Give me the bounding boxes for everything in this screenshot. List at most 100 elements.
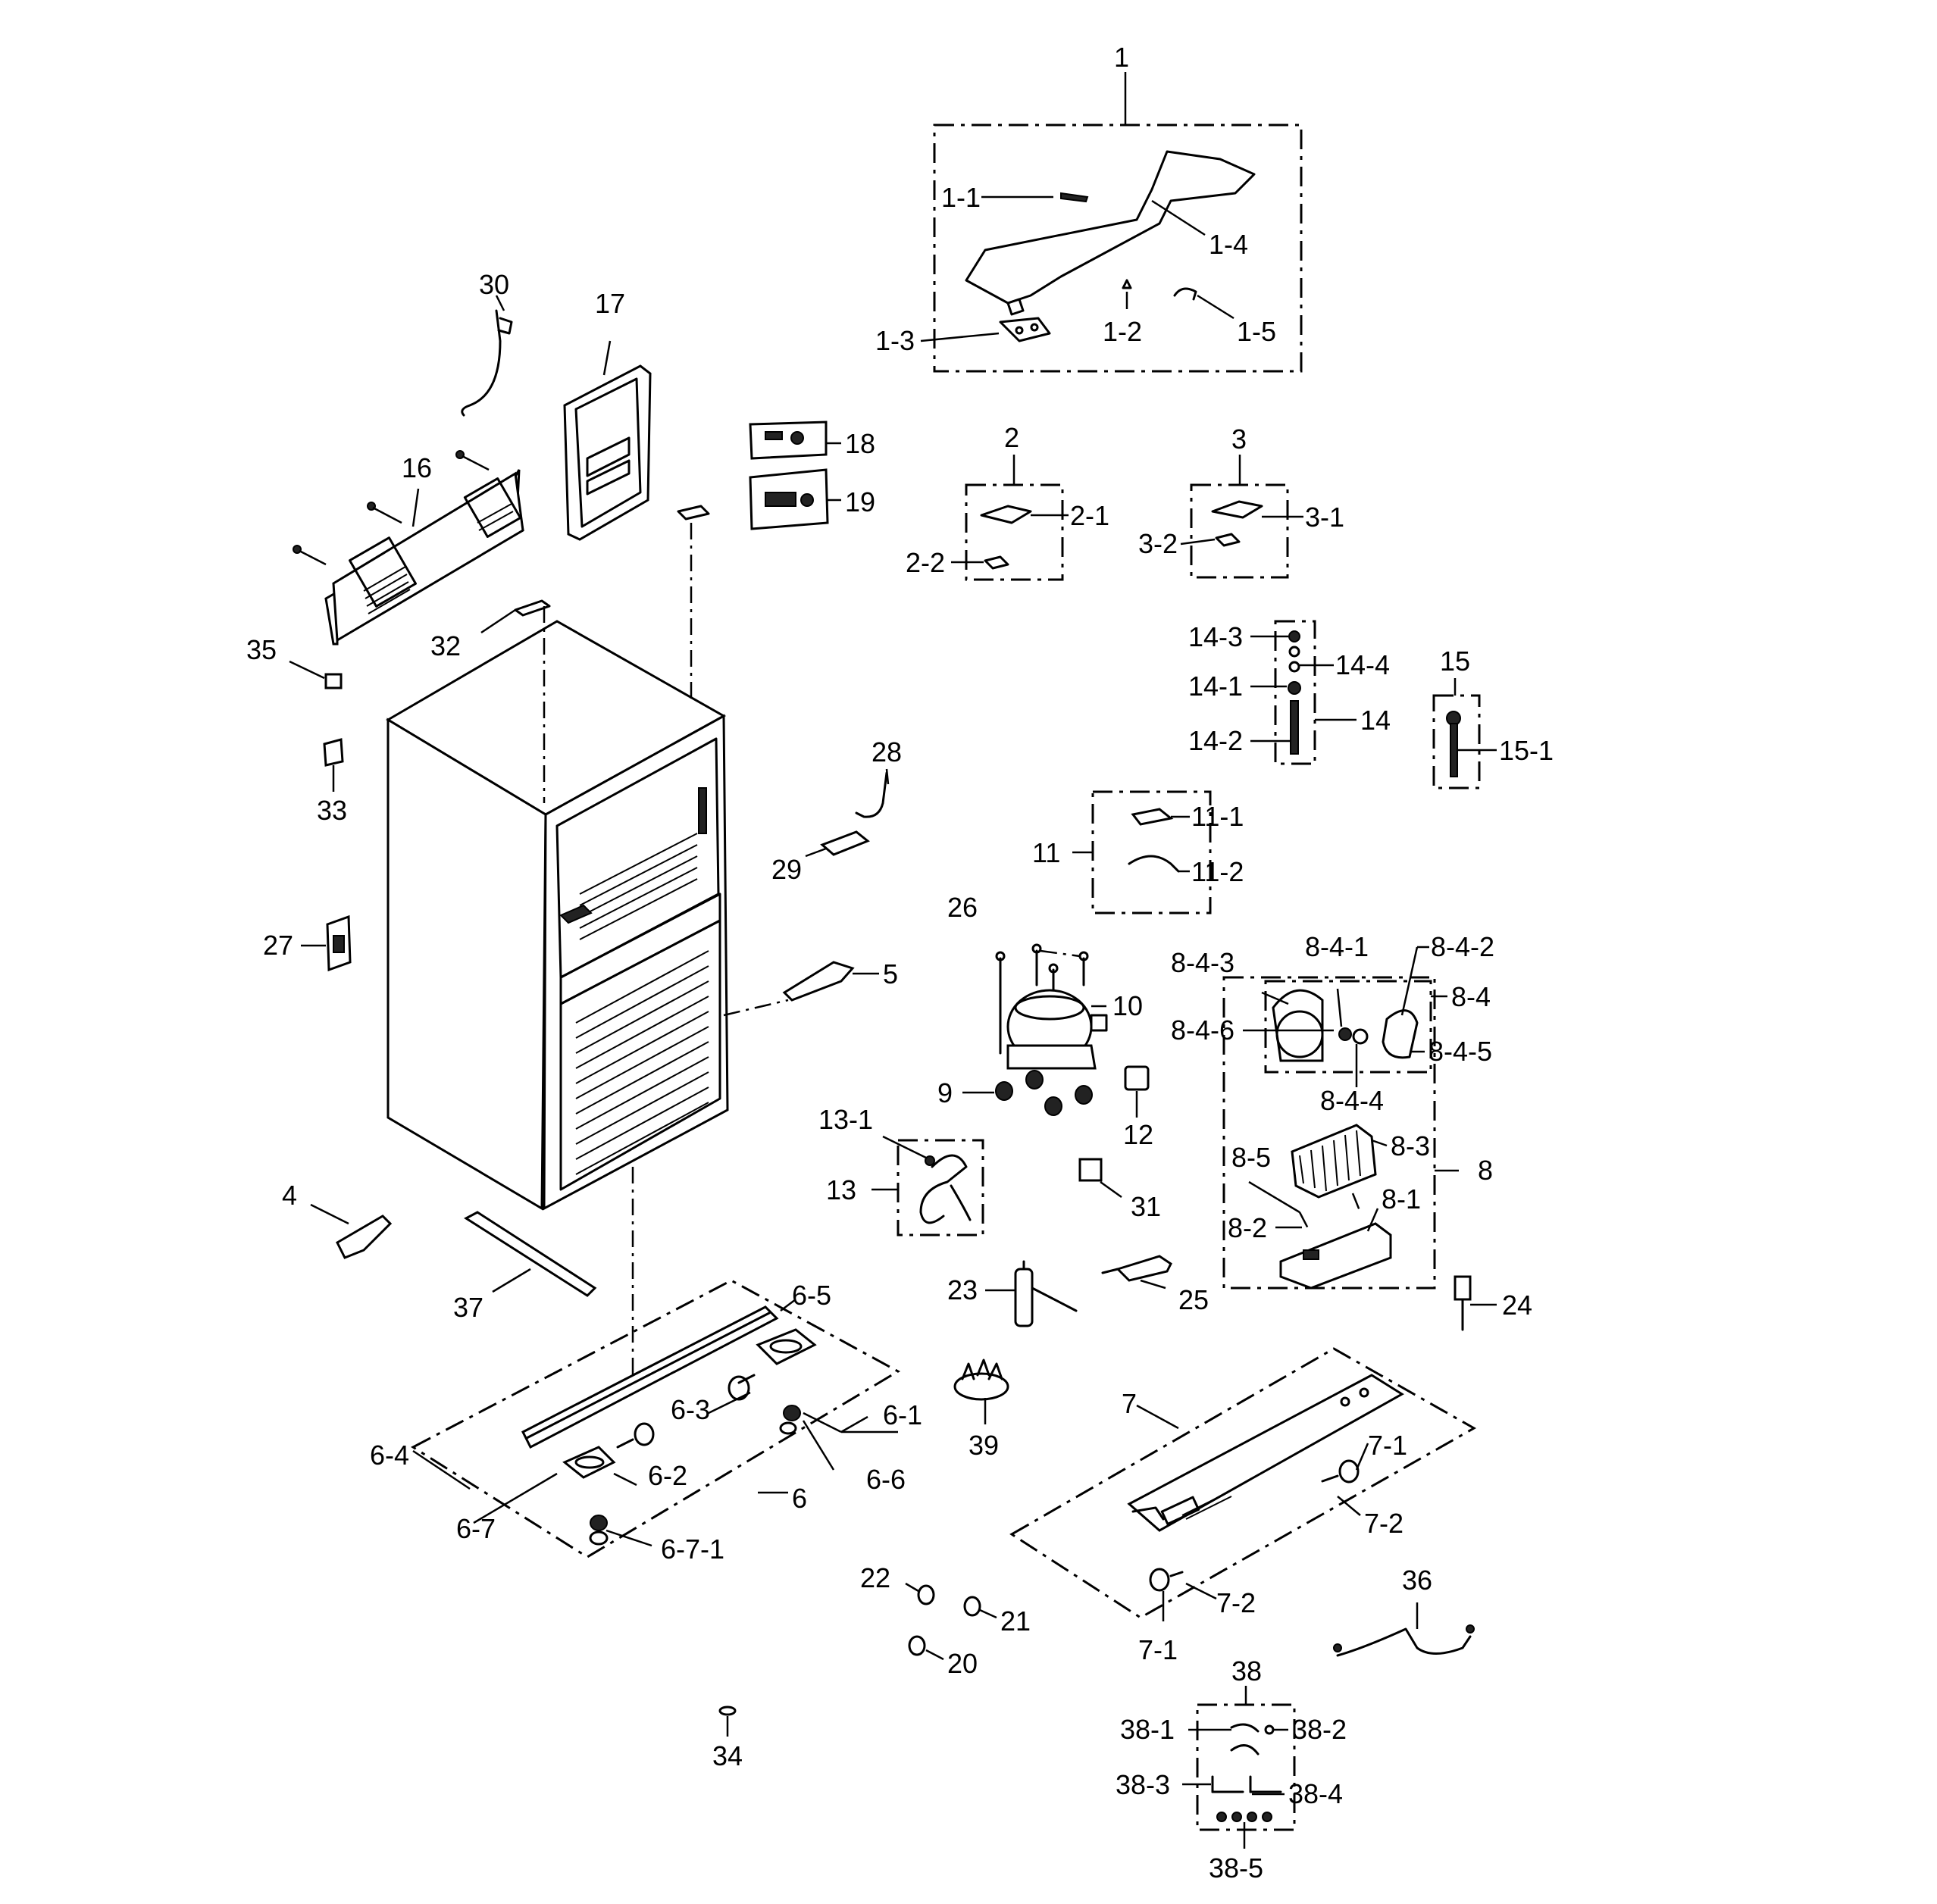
- label-8-3: 8-3: [1391, 1130, 1430, 1161]
- part-33-clip: [323, 738, 344, 792]
- label-8-5: 8-5: [1231, 1142, 1271, 1173]
- label-8-4-2: 8-4-2: [1431, 931, 1494, 962]
- part-group-8: [1222, 946, 1459, 1290]
- label-7-1-upper: 7-1: [1368, 1430, 1407, 1461]
- part-24-tube: [1454, 1275, 1497, 1331]
- label-6-6: 6-6: [866, 1464, 906, 1495]
- part-37-front-grille: [464, 1211, 597, 1297]
- part-23-drier: [985, 1260, 1078, 1327]
- label-9: 9: [937, 1077, 953, 1108]
- label-38: 38: [1231, 1655, 1262, 1687]
- label-11-1: 11-1: [1191, 801, 1244, 832]
- label-29: 29: [771, 854, 802, 885]
- label-1: 1: [1114, 42, 1129, 73]
- label-14-4: 14-4: [1335, 649, 1390, 680]
- label-4: 4: [282, 1180, 297, 1211]
- label-1-5: 1-5: [1237, 316, 1276, 347]
- label-13: 13: [826, 1174, 856, 1205]
- part-17-control-box: [563, 340, 652, 541]
- label-13-1: 13-1: [818, 1104, 873, 1135]
- part-30-power-cord: [461, 295, 513, 417]
- label-25: 25: [1178, 1284, 1209, 1315]
- label-1-1: 1-1: [941, 182, 981, 213]
- label-11-2: 11-2: [1191, 856, 1244, 887]
- part-28-wire: [855, 768, 890, 818]
- label-8-4-4: 8-4-4: [1320, 1085, 1384, 1116]
- part-group-13: [871, 1135, 984, 1237]
- part-group-38: [1182, 1686, 1296, 1849]
- part-31-capacitor: [1078, 1158, 1122, 1199]
- part-12-relay: [1124, 1065, 1150, 1118]
- label-27: 27: [263, 930, 293, 961]
- part-34: [718, 1705, 737, 1737]
- label-6-4: 6-4: [370, 1440, 409, 1471]
- assembly-lines: [543, 523, 789, 1379]
- label-35: 35: [246, 634, 277, 665]
- label-3-2: 3-2: [1138, 528, 1178, 559]
- label-20: 20: [947, 1648, 978, 1679]
- label-34: 34: [712, 1740, 743, 1771]
- label-6-7: 6-7: [456, 1513, 496, 1544]
- part-35-cap: [289, 660, 343, 689]
- label-6: 6: [792, 1483, 807, 1514]
- label-14-1: 14-1: [1188, 671, 1243, 702]
- label-38-4: 38-4: [1288, 1778, 1343, 1809]
- label-38-1: 38-1: [1120, 1714, 1175, 1745]
- label-24: 24: [1502, 1290, 1532, 1321]
- label-8-4-3: 8-4-3: [1171, 947, 1234, 978]
- label-22: 22: [860, 1562, 890, 1593]
- label-28: 28: [871, 736, 902, 768]
- label-11: 11: [1032, 837, 1060, 868]
- label-7-2-lower: 7-2: [1216, 1587, 1256, 1618]
- label-6-7-1: 6-7-1: [661, 1534, 724, 1565]
- part-group-15: [1432, 678, 1497, 789]
- label-16: 16: [402, 452, 432, 483]
- callout-labels: 1 1-1 1-4 1-3 1-2 1-5 30 17 16 18 19 2 2…: [246, 42, 1554, 1884]
- part-group-2: [951, 455, 1069, 581]
- part-group-6: [410, 1279, 901, 1559]
- label-6-2: 6-2: [648, 1460, 687, 1491]
- label-36: 36: [1402, 1565, 1432, 1596]
- label-10: 10: [1112, 990, 1143, 1021]
- label-8-4-6: 8-4-6: [1171, 1015, 1234, 1046]
- part-group-11: [1072, 790, 1212, 914]
- part-20: [908, 1635, 944, 1661]
- part-4-hinge-lower: [310, 1203, 393, 1259]
- label-1-3: 1-3: [875, 325, 915, 356]
- label-38-5: 38-5: [1209, 1852, 1263, 1884]
- part-5-hinge-middle: [782, 961, 879, 1002]
- part-25-heater: [1101, 1255, 1172, 1290]
- label-2-2: 2-2: [906, 547, 945, 578]
- label-6-5: 6-5: [792, 1280, 831, 1311]
- part-10-compressor: [1006, 989, 1108, 1070]
- label-7-1-lower: 7-1: [1138, 1634, 1178, 1665]
- label-39: 39: [968, 1430, 999, 1461]
- label-38-2: 38-2: [1292, 1714, 1347, 1745]
- label-15: 15: [1440, 646, 1470, 677]
- label-8-2: 8-2: [1228, 1212, 1267, 1243]
- label-7-2-upper: 7-2: [1364, 1508, 1403, 1539]
- part-group-3: [1180, 455, 1303, 579]
- label-14: 14: [1360, 705, 1391, 736]
- label-37: 37: [453, 1292, 483, 1323]
- label-8-4: 8-4: [1451, 981, 1491, 1012]
- label-23: 23: [947, 1274, 978, 1305]
- label-32: 32: [430, 630, 461, 661]
- label-8-1: 8-1: [1382, 1183, 1421, 1215]
- label-26: 26: [947, 892, 978, 923]
- label-38-3: 38-3: [1116, 1769, 1170, 1800]
- label-7: 7: [1122, 1388, 1137, 1419]
- label-6-3: 6-3: [671, 1394, 710, 1425]
- label-8-4-1: 8-4-1: [1305, 931, 1369, 962]
- part-group-1: [920, 72, 1303, 373]
- label-33: 33: [317, 795, 347, 826]
- label-15-1: 15-1: [1499, 735, 1554, 766]
- label-2-1: 2-1: [1070, 500, 1109, 531]
- part-26-bolts: [995, 943, 1089, 1055]
- part-22: [905, 1582, 935, 1605]
- cabinet: [386, 620, 729, 1211]
- label-1-2: 1-2: [1103, 316, 1142, 347]
- label-5: 5: [883, 958, 898, 990]
- part-36-cable: [1333, 1602, 1475, 1657]
